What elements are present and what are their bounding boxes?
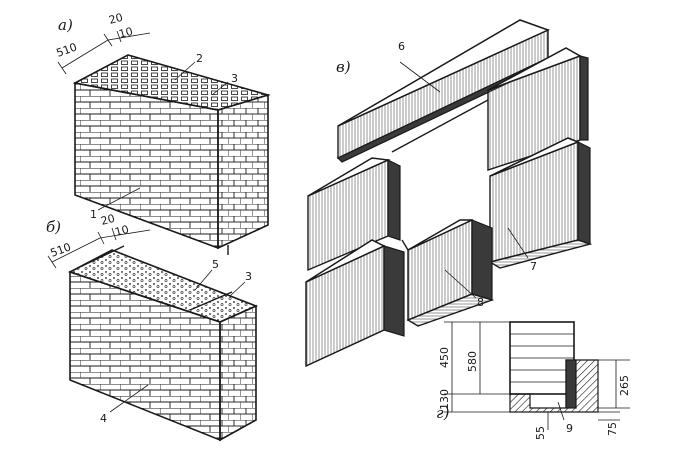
- panel-g: г) 450 580 130 265 55 75 9: [436, 321, 631, 440]
- dim-b-510: 510: [49, 240, 73, 259]
- dim-g-55: 55: [534, 426, 547, 440]
- dim-b-10: 10: [113, 223, 130, 239]
- panel-v: в) 6 7 8: [305, 19, 593, 368]
- callout-3a: 3: [231, 72, 238, 85]
- panel-b-top-face: [67, 249, 259, 323]
- panel-a: а) 510 20 10 2 3 1: [55, 11, 271, 255]
- dim-g-75: 75: [606, 422, 619, 436]
- panel-b: б) 510 20 10 5 3 4: [46, 212, 259, 442]
- callout-7: 7: [530, 260, 537, 273]
- dim-g-580: 580: [466, 351, 479, 372]
- panel-a-front-face: [74, 82, 219, 250]
- panel-a-top-face: [72, 54, 271, 111]
- dim-b-20: 20: [99, 212, 116, 228]
- label-a: а): [58, 16, 73, 34]
- dim-g-265: 265: [618, 375, 631, 396]
- dim-a-10: 10: [117, 25, 134, 41]
- callout-2: 2: [196, 52, 203, 65]
- callout-3b: 3: [245, 270, 252, 283]
- callout-4: 4: [100, 412, 107, 425]
- label-g: г): [436, 404, 450, 422]
- dim-a-20: 20: [107, 11, 124, 27]
- callout-9: 9: [566, 422, 573, 435]
- panel-b-side-face: [219, 304, 257, 442]
- dim-a-510: 510: [55, 40, 79, 59]
- dim-g-450: 450: [438, 347, 451, 368]
- panel-a-side-face: [217, 93, 269, 250]
- callout-5: 5: [212, 258, 219, 271]
- label-v: в): [336, 58, 351, 76]
- block-6-top: [337, 19, 550, 127]
- label-b: б): [46, 218, 61, 236]
- callout-8: 8: [477, 296, 484, 309]
- callout-6: 6: [398, 40, 405, 53]
- dim-g-130: 130: [438, 389, 451, 410]
- callout-1: 1: [90, 208, 97, 221]
